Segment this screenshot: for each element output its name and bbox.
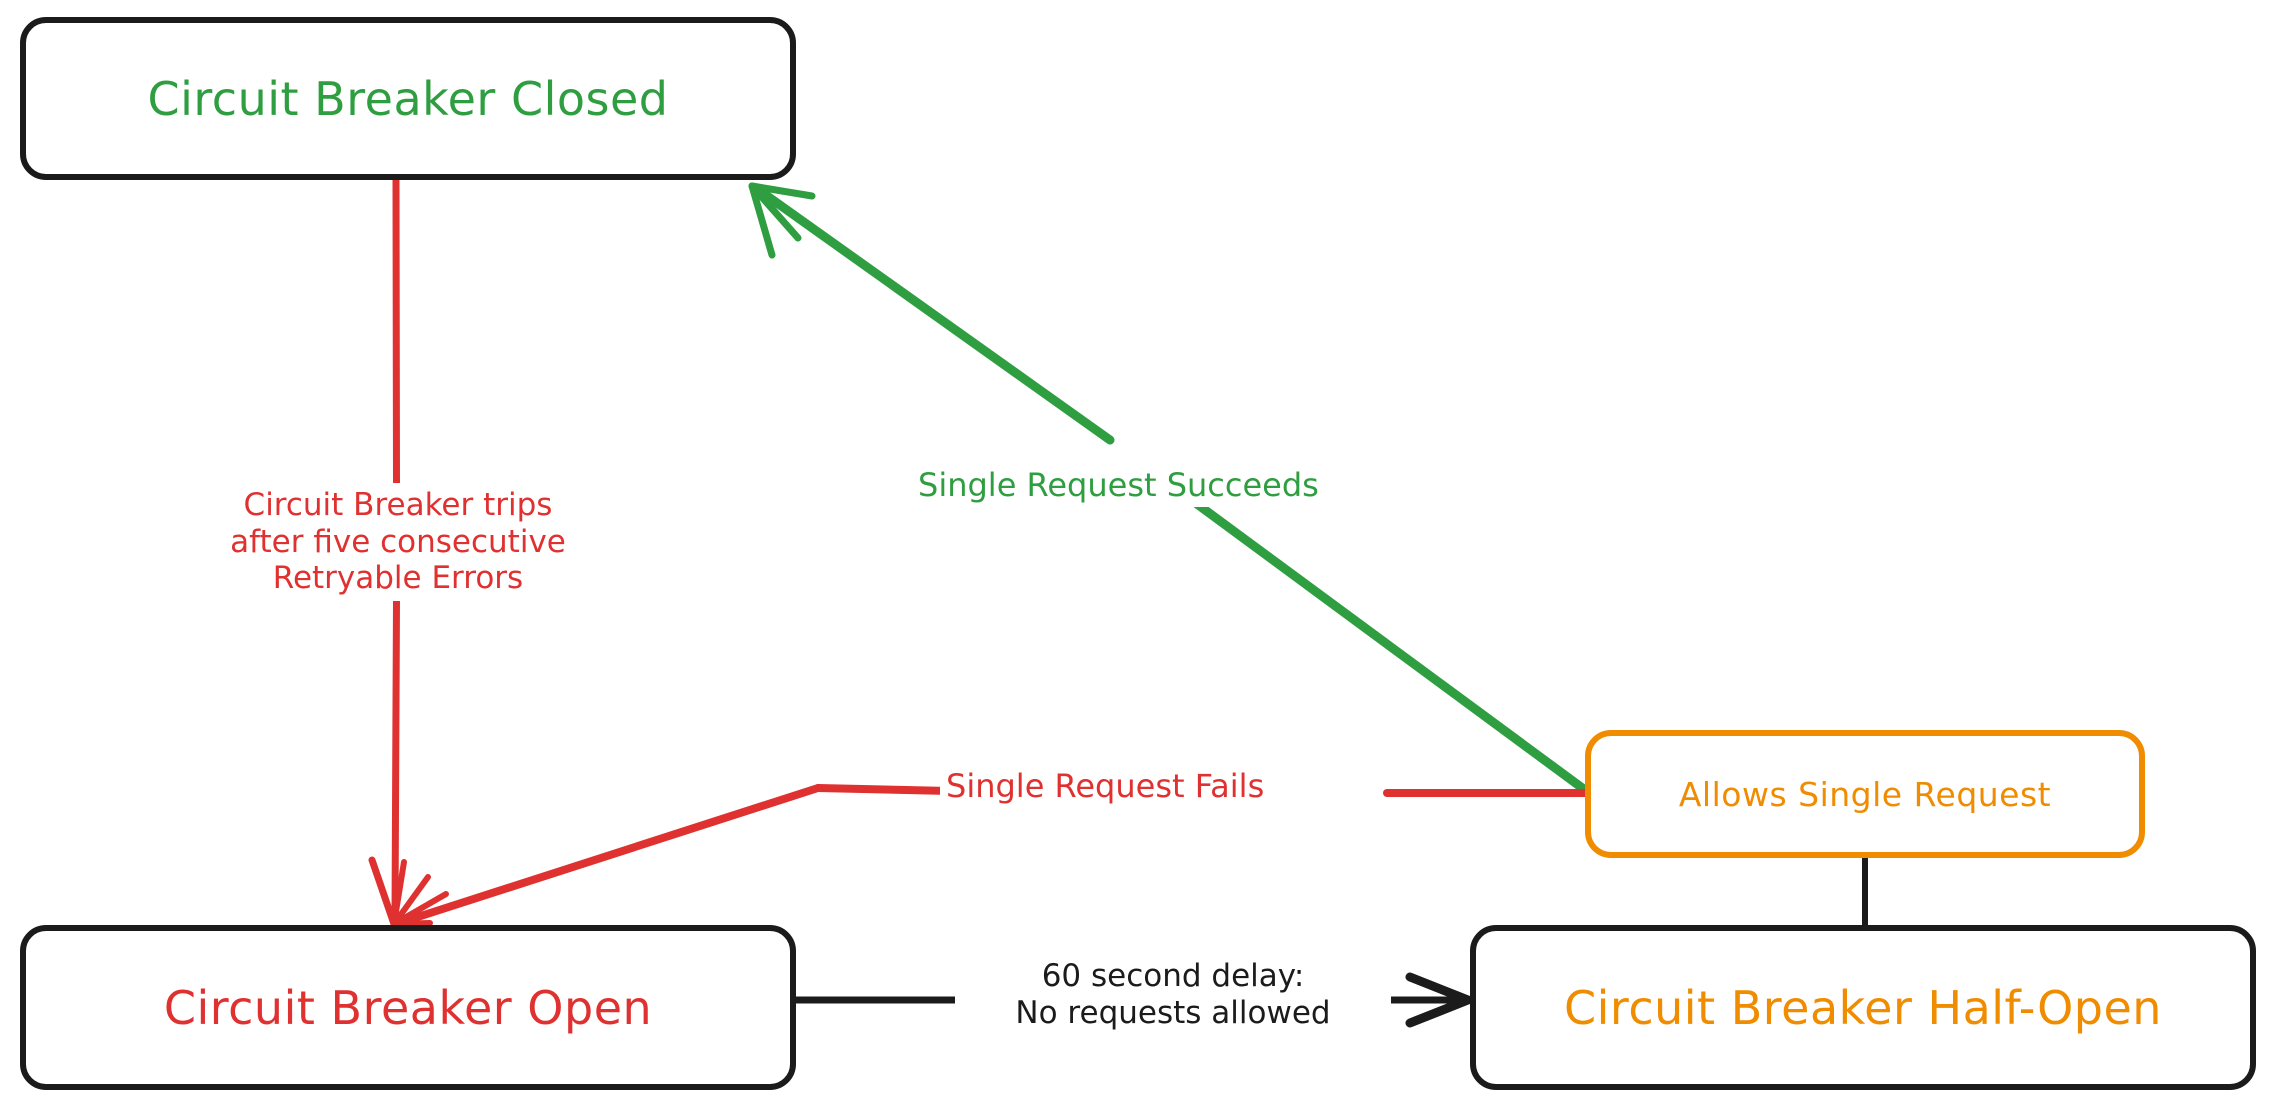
node-circuit-breaker-open[interactable]: Circuit Breaker Open (20, 925, 796, 1090)
edge-label-line: Retryable Errors (272, 560, 524, 597)
edge-label-closed-to-open: Circuit Breaker trips after five consecu… (188, 483, 608, 601)
node-label-closed: Circuit Breaker Closed (147, 71, 669, 126)
edge-allows-to-closed (748, 182, 1590, 795)
edge-label-open-to-halfopen: 60 second delay: No requests allowed (955, 955, 1391, 1035)
node-label-allows-single-request: Allows Single Request (1678, 774, 2052, 814)
edge-label-allows-to-closed: Single Request Succeeds (912, 465, 1325, 507)
node-circuit-breaker-closed[interactable]: Circuit Breaker Closed (20, 17, 796, 180)
node-label-half-open: Circuit Breaker Half-Open (1564, 980, 2162, 1035)
edge-label-line: Single Request Fails (946, 767, 1265, 805)
edge-label-line: after five consecutive (230, 523, 566, 560)
edge-label-line: Single Request Succeeds (918, 466, 1319, 504)
edge-closed-to-open (368, 176, 449, 928)
edge-label-line: 60 second delay: (1041, 958, 1305, 994)
edge-label-allows-to-open: Single Request Fails (940, 766, 1271, 808)
edge-label-line: Circuit Breaker trips (243, 487, 553, 523)
node-circuit-breaker-half-open[interactable]: Circuit Breaker Half-Open (1470, 925, 2256, 1090)
node-label-open: Circuit Breaker Open (163, 980, 653, 1035)
node-allows-single-request[interactable]: Allows Single Request (1585, 730, 2145, 858)
edge-label-line: No requests allowed (1015, 994, 1331, 1031)
edge-allows-to-open (392, 784, 1589, 928)
